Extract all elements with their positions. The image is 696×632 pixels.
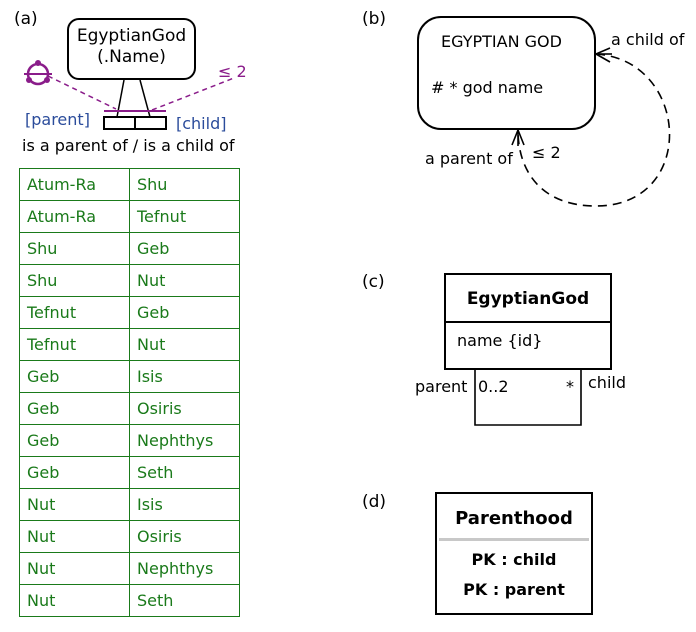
table-cell-parent: Nut	[19, 552, 130, 585]
barker-entity-name: EGYPTIAN GOD	[441, 32, 562, 51]
barker-attribute: # * god name	[431, 78, 544, 97]
table-cell-child: Isis	[129, 360, 240, 393]
panel-label-a: (a)	[14, 9, 38, 29]
orm-role-box-child	[134, 116, 167, 130]
panel-label-b: (b)	[362, 9, 387, 29]
uml-class-name: EgyptianGod	[446, 275, 610, 323]
table-cell-parent: Nut	[19, 584, 130, 617]
table-cell-child: Nut	[129, 328, 240, 361]
orm-entity-refmode: (.Name)	[97, 47, 166, 67]
barker-role-child: a child of	[611, 30, 685, 49]
table-cell-child: Geb	[129, 296, 240, 329]
relational-key-child: PK : child	[471, 550, 557, 569]
table-cell-parent: Tefnut	[19, 296, 130, 329]
orm-connectors	[24, 60, 235, 130]
table-cell-parent: Geb	[19, 392, 130, 425]
orm-entity-egyptiangod: EgyptianGod (.Name)	[67, 18, 196, 80]
ring-constraint-icon	[24, 60, 52, 86]
table-cell-parent: Geb	[19, 424, 130, 457]
table-cell-child: Isis	[129, 488, 240, 521]
table-cell-parent: Atum-Ra	[19, 200, 130, 233]
table-cell-parent: Nut	[19, 488, 130, 521]
table-cell-child: Tefnut	[129, 200, 240, 233]
barker-relationship-line	[511, 47, 671, 207]
uml-multiplicity-child: *	[566, 377, 574, 396]
table-cell-parent: Atum-Ra	[19, 168, 130, 201]
uml-class-attribute: name {id}	[457, 331, 543, 350]
barker-role-parent: a parent of	[425, 149, 513, 168]
table-cell-parent: Geb	[19, 360, 130, 393]
orm-entity-name: EgyptianGod	[76, 26, 187, 46]
table-cell-parent: Shu	[19, 232, 130, 265]
table-cell-child: Nephthys	[129, 552, 240, 585]
table-cell-child: Geb	[129, 232, 240, 265]
table-cell-parent: Shu	[19, 264, 130, 297]
relational-table-parenthood: Parenthood PK : child PK : parent	[435, 492, 593, 615]
table-cell-child: Osiris	[129, 520, 240, 553]
table-cell-child: Osiris	[129, 392, 240, 425]
orm-fact-reading: is a parent of / is a child of	[22, 136, 235, 155]
table-cell-child: Seth	[129, 456, 240, 489]
relational-table-name: Parenthood	[439, 494, 589, 541]
uml-role-parent: parent	[415, 377, 468, 396]
orm-role-name-parent: [parent]	[25, 110, 90, 129]
barker-frequency: ≤ 2	[532, 143, 561, 162]
orm-frequency-constraint: ≤ 2	[218, 62, 247, 81]
orm-role-name-child: [child]	[176, 114, 227, 133]
table-cell-child: Seth	[129, 584, 240, 617]
panel-label-d: (d)	[362, 492, 387, 512]
table-cell-child: Shu	[129, 168, 240, 201]
barker-entity-egyptian-god: EGYPTIAN GOD # * god name	[417, 16, 596, 130]
table-cell-parent: Geb	[19, 456, 130, 489]
uml-association-line	[474, 370, 582, 426]
panel-label-c: (c)	[362, 272, 385, 292]
table-cell-child: Nut	[129, 264, 240, 297]
uml-role-child: child	[588, 373, 626, 392]
uml-multiplicity-parent: 0..2	[478, 377, 509, 396]
uml-class-egyptiangod: EgyptianGod name {id}	[444, 273, 612, 370]
table-cell-parent: Nut	[19, 520, 130, 553]
table-cell-parent: Tefnut	[19, 328, 130, 361]
relational-key-parent: PK : parent	[463, 580, 565, 599]
orm-role-box-parent	[103, 116, 136, 130]
table-cell-child: Nephthys	[129, 424, 240, 457]
